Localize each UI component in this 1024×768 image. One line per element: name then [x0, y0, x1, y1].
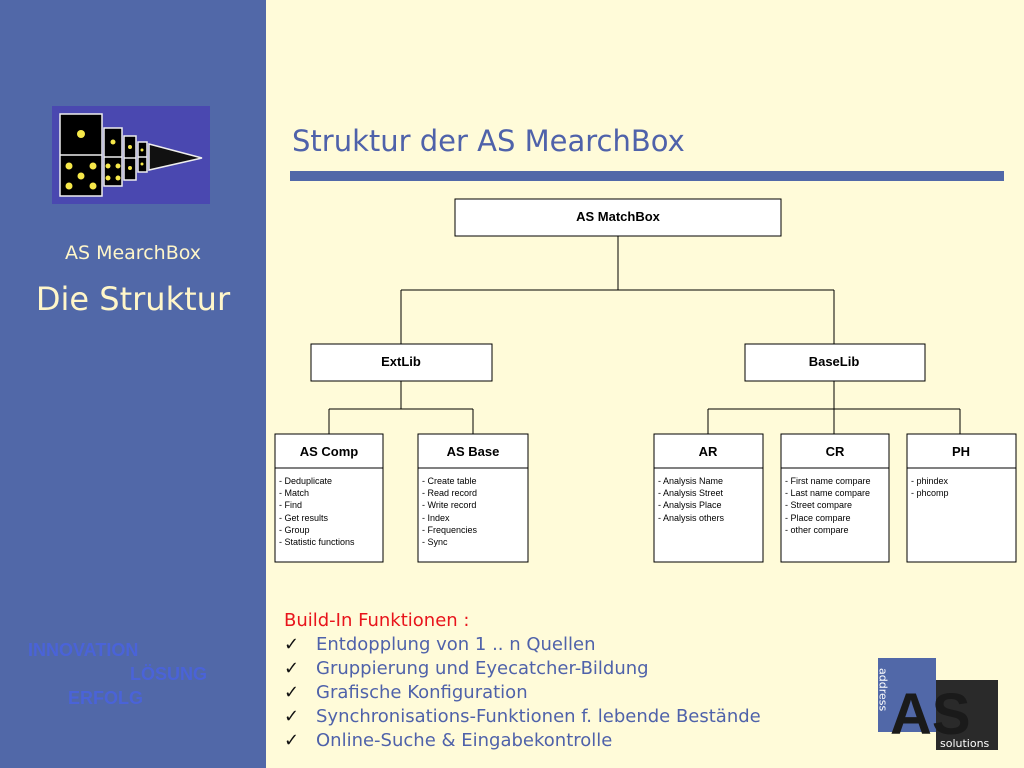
slide-title: Struktur der AS MearchBox	[292, 124, 685, 158]
feature-text: Gruppierung und Eyecatcher-Bildung	[316, 658, 649, 679]
feature-text: Entdopplung von 1 .. n Quellen	[316, 634, 596, 655]
module-item: - Statistic functions	[279, 537, 355, 547]
sidebar: AS MearchBox Die Struktur INNOVATION LÖS…	[0, 0, 266, 768]
module-item: - Get results	[279, 513, 329, 523]
module-item: - Last name compare	[785, 488, 870, 498]
motto-erfolg: ERFOLG	[68, 688, 143, 708]
feature-text: Grafische Konfiguration	[316, 682, 528, 703]
feature-item: ✓ Gruppierung und Eyecatcher-Bildung	[284, 657, 761, 681]
connector-lines	[328, 236, 961, 434]
module-name: AS Comp	[300, 444, 359, 459]
module-item: - Write record	[422, 500, 476, 510]
module-item: - Find	[279, 500, 302, 510]
module-item: - Group	[279, 525, 310, 535]
motto-loesung: LÖSUNG	[130, 664, 208, 684]
node-root-label: AS MatchBox	[576, 209, 661, 224]
node-extlib: ExtLib	[310, 343, 493, 382]
domino-icon	[59, 113, 203, 197]
module-item: - Create table	[422, 476, 477, 486]
module-cr: CR - First name compare - Last name comp…	[780, 433, 890, 563]
node-baselib: BaseLib	[744, 343, 926, 382]
node-root: AS MatchBox	[454, 198, 782, 237]
module-item: - Read record	[422, 488, 477, 498]
checkmark-icon: ✓	[284, 658, 300, 679]
feature-heading: Build-In Funktionen :	[284, 610, 470, 631]
module-item: - Analysis others	[658, 513, 725, 523]
sidebar-subtitle: AS MearchBox	[64, 242, 202, 264]
feature-item: ✓ Synchronisations-Funktionen f. lebende …	[284, 705, 761, 729]
module-item: - Sync	[422, 537, 448, 547]
module-as-comp: AS Comp - Deduplicate - Match - Find - G…	[274, 433, 384, 563]
module-item: - Deduplicate	[279, 476, 332, 486]
checkmark-icon: ✓	[284, 682, 300, 703]
checkmark-icon: ✓	[284, 634, 300, 655]
module-item: - Index	[422, 513, 450, 523]
motto-innovation: INNOVATION	[28, 640, 139, 660]
module-ph: PH - phindex - phcomp	[906, 433, 1017, 563]
module-item: - phcomp	[911, 488, 949, 498]
sidebar-title: Die Struktur	[35, 280, 231, 318]
module-ar: AR - Analysis Name - Analysis Street - A…	[653, 433, 764, 563]
feature-section: Build-In Funktionen : ✓ Entdopplung von 1…	[284, 610, 761, 753]
module-item: - Analysis Place	[658, 500, 722, 510]
logo-tag: solutions	[940, 737, 990, 750]
checkmark-icon: ✓	[284, 706, 300, 727]
module-item: - Street compare	[785, 500, 852, 510]
feature-item: ✓ Entdopplung von 1 .. n Quellen	[284, 633, 761, 657]
feature-text: Online-Suche & Eingabekontrolle	[316, 730, 613, 751]
module-name: PH	[952, 444, 970, 459]
module-item: - Frequencies	[422, 525, 478, 535]
title-divider	[290, 171, 1004, 181]
structure-diagram: AS MatchBox ExtLib BaseLib AS Comp - Ded…	[274, 198, 1017, 563]
as-solutions-logo: address AS solutions	[878, 658, 998, 750]
feature-text: Synchronisations-Funktionen f. lebende B…	[316, 706, 761, 727]
logo-vertical-text: address	[878, 668, 890, 711]
module-name: AS Base	[447, 444, 500, 459]
module-item: - First name compare	[785, 476, 871, 486]
module-item: - Place compare	[785, 513, 851, 523]
node-baselib-label: BaseLib	[809, 354, 860, 369]
module-item: - other compare	[785, 525, 849, 535]
module-item: - Analysis Street	[658, 488, 724, 498]
module-name: CR	[826, 444, 845, 459]
feature-list: ✓ Entdopplung von 1 .. n Quellen ✓ Gruppie…	[284, 633, 761, 753]
module-item: - Match	[279, 488, 309, 498]
module-item: - phindex	[911, 476, 949, 486]
checkmark-icon: ✓	[284, 730, 300, 751]
feature-item: ✓ Online-Suche & Eingabekontrolle	[284, 729, 761, 753]
module-item: - Analysis Name	[658, 476, 723, 486]
module-as-base: AS Base - Create table - Read record - W…	[417, 433, 529, 563]
module-name: AR	[699, 444, 718, 459]
feature-item: ✓ Grafische Konfiguration	[284, 681, 761, 705]
node-extlib-label: ExtLib	[381, 354, 421, 369]
domino-logo	[52, 106, 210, 204]
